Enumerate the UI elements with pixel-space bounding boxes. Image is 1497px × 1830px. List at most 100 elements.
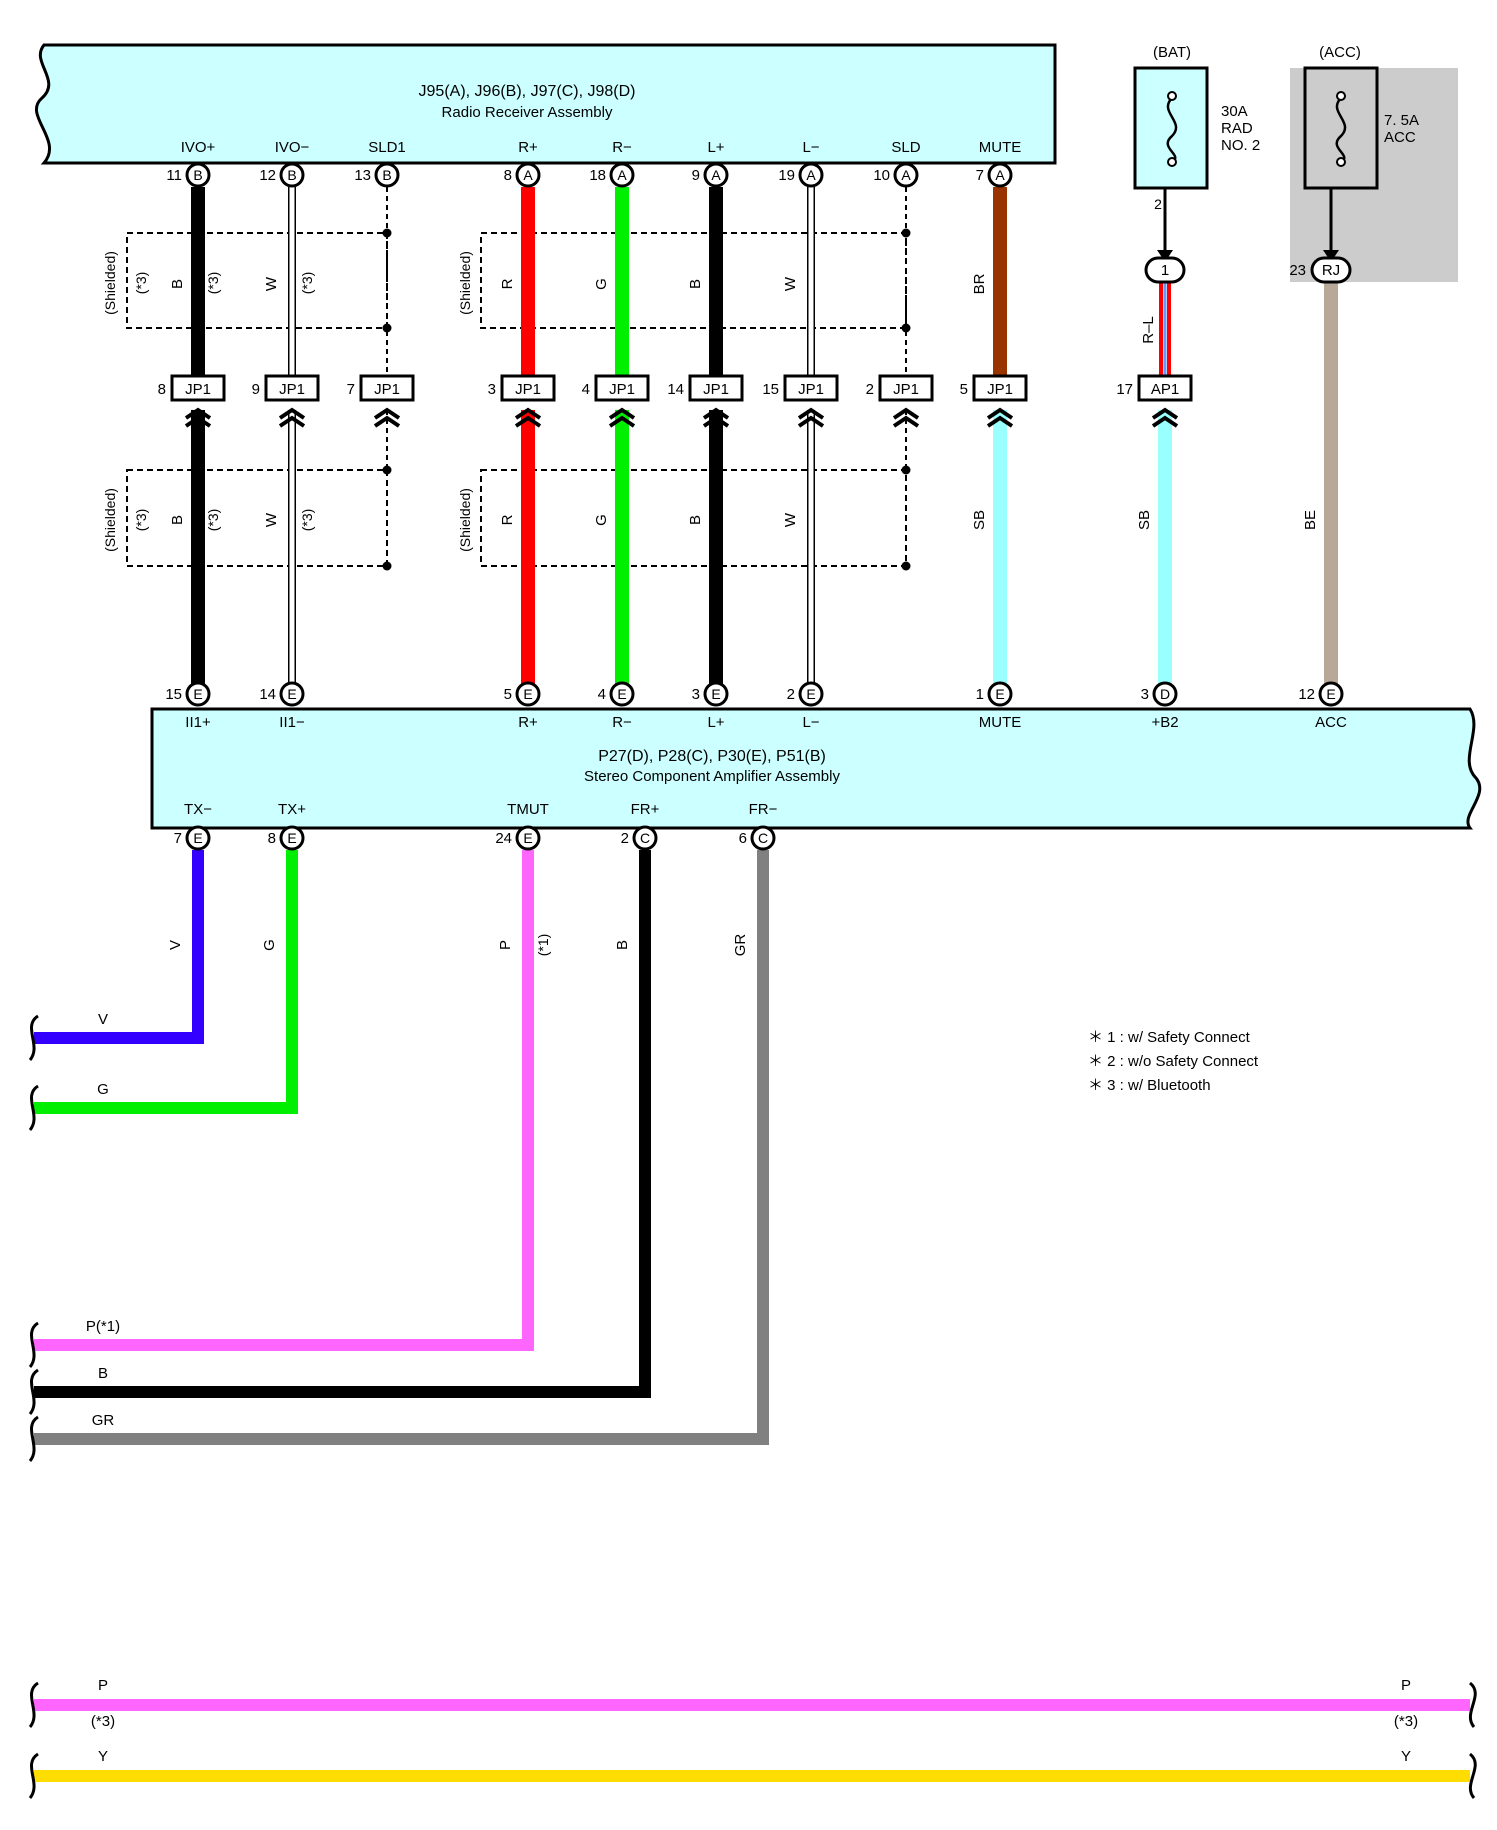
radio-6-pin-number: 19 — [778, 167, 795, 184]
junction-label-0: JP1 — [185, 381, 211, 398]
junction-8 — [972, 374, 1028, 402]
amp-top-4-pin-number: 3 — [692, 686, 700, 703]
wire-break-icon — [28, 1368, 39, 1415]
amp-bottom-2-pin-number: 24 — [495, 830, 512, 847]
amp-output-wire-0 — [34, 850, 204, 1044]
amp-top-pin-name-6: MUTE — [979, 714, 1022, 731]
radio-1-pin-letter: B — [287, 167, 296, 183]
lower-wire-color-6: SB — [971, 510, 988, 530]
radio-pin-name-6: L− — [802, 139, 819, 156]
shield-dot — [901, 323, 911, 333]
upper-wire-color-4: B — [687, 279, 704, 289]
radio-5-pin-letter: A — [711, 167, 721, 183]
acc-fuse-box — [1303, 66, 1379, 190]
junction-5 — [688, 374, 744, 402]
lower-wire-color-1: W — [263, 512, 280, 527]
left-exit-label-1: G — [97, 1081, 109, 1098]
lower-wire-color-3: G — [593, 514, 610, 526]
junction-chevron-icon — [702, 415, 730, 428]
wire-break-icon — [28, 1014, 39, 1061]
shield-box-3 — [480, 469, 907, 567]
amp-top-pin-name-5: L− — [802, 714, 819, 731]
lower-wire-color-0: B — [169, 515, 186, 525]
amp-top-pin-name-4: L+ — [707, 714, 724, 731]
junction-number-1: 9 — [252, 381, 260, 398]
amp-top-2-pin-letter: E — [523, 686, 532, 702]
radio-5-pin — [703, 162, 729, 188]
amp-bottom-wire-color-4: GR — [732, 934, 749, 957]
inline-connector-label-1: RJ — [1322, 262, 1340, 279]
lower-wire-color-5: W — [782, 512, 799, 527]
amp-top-4-pin — [703, 681, 729, 707]
amp-bottom-4-pin-letter: C — [758, 830, 768, 846]
upper-wire-color-0: B — [169, 279, 186, 289]
amplifier-box — [150, 707, 1482, 830]
junction-label-4: JP1 — [609, 381, 635, 398]
amp-top-2-pin — [515, 681, 541, 707]
amp-bottom-4-pin-number: 6 — [739, 830, 747, 847]
junction-number-4: 4 — [582, 381, 590, 398]
shield-label-upper-right: (Shielded) — [457, 251, 473, 315]
junction-chevron-icon — [373, 407, 401, 420]
radio-4-pin — [609, 162, 635, 188]
junction-number-5: 14 — [667, 381, 684, 398]
lower-wire-color-8: BE — [1302, 510, 1319, 530]
amp-bottom-2-pin — [515, 825, 541, 851]
junction-3 — [500, 374, 556, 402]
amp-top-3-pin-number: 4 — [598, 686, 606, 703]
amp-top-pin-name-8: ACC — [1315, 714, 1347, 731]
bat-fuse-header: (BAT) — [1153, 44, 1191, 61]
bat-fuse-line-2: RAD — [1221, 120, 1253, 137]
left-exit-label-2: P(*1) — [86, 1318, 120, 1335]
legend-item-1: ＊ 1 : w/ Safety Connect — [1088, 1029, 1251, 1046]
lower-wire-color-2: R — [499, 514, 516, 525]
radio-pin-name-0: IVO+ — [181, 139, 216, 156]
radio-8-pin — [987, 162, 1013, 188]
amp-output-wire-4 — [34, 850, 769, 1445]
wire-break-icon — [28, 1321, 39, 1368]
radio-0-pin — [185, 162, 211, 188]
junction-chevron-icon — [278, 407, 306, 420]
amp-bottom-pin-name-1: TX+ — [278, 801, 306, 818]
radio-0-pin-letter: B — [193, 167, 202, 183]
shield-box-2 — [126, 469, 388, 567]
amp-top-0-pin-number: 15 — [165, 686, 182, 703]
inline-connector-label-0: 1 — [1161, 262, 1169, 279]
junction-4 — [594, 374, 650, 402]
upper-wire-color-6: BR — [971, 273, 988, 294]
amp-bottom-wire-color-0: V — [167, 940, 184, 950]
amp-bottom-pin-name-3: FR+ — [631, 801, 660, 818]
amp-top-1-pin — [279, 681, 305, 707]
shield-dot — [382, 465, 392, 475]
junction-number-0: 8 — [158, 381, 166, 398]
amp-top-1-pin-number: 14 — [259, 686, 276, 703]
amp-bottom-3-pin — [632, 825, 658, 851]
left-exit-label-3: B — [98, 1365, 108, 1382]
amp-top-8-pin-letter: E — [1326, 686, 1335, 702]
radio-7-pin-number: 10 — [873, 167, 890, 184]
junction-chevron-icon — [184, 415, 212, 428]
bottom-line-1-right-note: (*3) — [1394, 1713, 1418, 1730]
shield-note-lower-left-2: (*3) — [205, 509, 221, 532]
radio-pin-name-5: L+ — [707, 139, 724, 156]
amp-bottom-4-pin — [750, 825, 776, 851]
amp-output-wire-3 — [34, 850, 651, 1398]
junction-chevron-icon — [373, 415, 401, 428]
inline-connector-0 — [1144, 256, 1186, 284]
radio-receiver-box — [34, 43, 1057, 165]
upper-wire-color-2: R — [499, 278, 516, 289]
amp-bottom-1-pin-letter: E — [287, 830, 296, 846]
radio-pin-name-1: IVO− — [275, 139, 310, 156]
acc-arrow-icon — [1323, 250, 1339, 262]
junction-chevron-icon — [892, 407, 920, 420]
shield-dot — [901, 561, 911, 571]
junction-2 — [359, 374, 415, 402]
radio-2-pin-letter: B — [382, 167, 391, 183]
shield-label-lower-left: (Shielded) — [102, 488, 118, 552]
junction-number-6: 15 — [762, 381, 779, 398]
left-exit-label-4: GR — [92, 1412, 115, 1429]
radio-pin-name-7: SLD — [891, 139, 920, 156]
wire-break-icon — [1468, 1681, 1477, 1728]
junction-chevron-icon — [608, 415, 636, 428]
junction-chevron-icon — [514, 407, 542, 420]
